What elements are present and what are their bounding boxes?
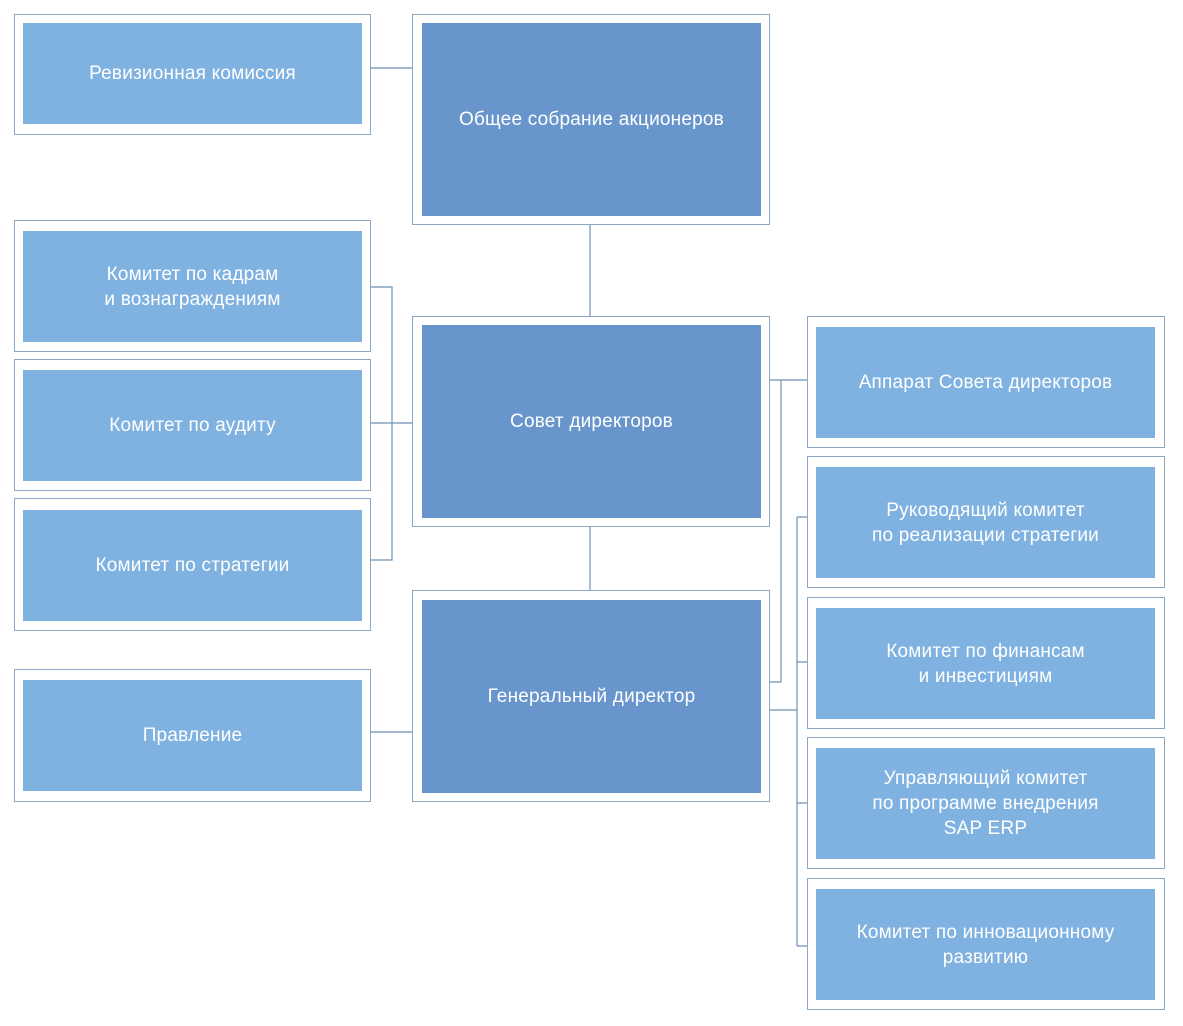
connector-right-bracket [769, 516, 808, 947]
strategy-committee-box: Комитет по стратегии [23, 510, 362, 621]
finance-committee-box: Комитет по финансам и инвестициям [816, 608, 1155, 719]
ceo-box: Генеральный директор [422, 600, 761, 793]
erp-committee-box: Управляющий комитет по программе внедрен… [816, 748, 1155, 859]
innovation-committee-box: Комитет по инновационному развитию [816, 889, 1155, 1000]
hr-committee-box: Комитет по кадрам и вознаграждениям [23, 231, 362, 342]
connector-committees-bracket [371, 286, 413, 561]
strategy-steering-box: Руководящий комитет по реализации страте… [816, 467, 1155, 578]
audit-committee-box: Комитет по аудиту [23, 370, 362, 481]
board-box: Совет директоров [422, 325, 761, 518]
shareholders-box: Общее собрание акционеров [422, 23, 761, 216]
board-office-box: Аппарат Совета директоров [816, 327, 1155, 438]
management-board-box: Правление [23, 680, 362, 791]
audit-commission-box: Ревизионная комиссия [23, 23, 362, 124]
connector-board-office [769, 379, 808, 683]
